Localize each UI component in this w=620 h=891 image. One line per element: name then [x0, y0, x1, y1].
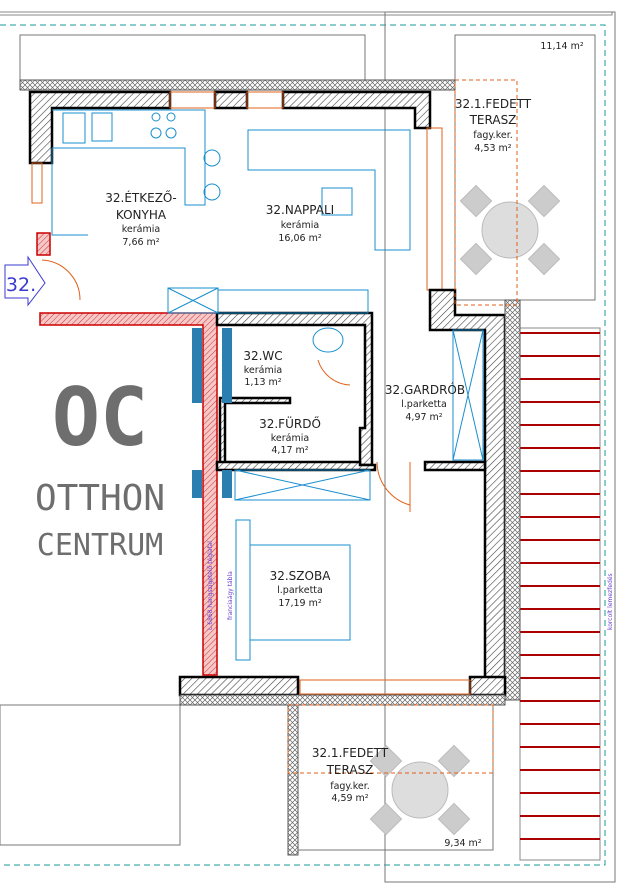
- svg-text:32.ÉTKEZŐ-: 32.ÉTKEZŐ-: [105, 190, 176, 205]
- svg-text:l.parketta: l.parketta: [277, 585, 323, 596]
- svg-text:32.GARDRÓB: 32.GARDRÓB: [385, 382, 465, 397]
- svg-text:KONYHA: KONYHA: [116, 208, 167, 222]
- svg-text:32.FÜRDŐ: 32.FÜRDŐ: [259, 415, 321, 431]
- svg-text:32.NAPPALI: 32.NAPPALI: [266, 203, 334, 217]
- room-label-living: 32.NAPPALI kerámia 16,06 m²: [266, 203, 334, 244]
- unit-badge-text: 32.: [6, 274, 36, 296]
- svg-text:16,06 m²: 16,06 m²: [278, 233, 321, 244]
- svg-text:32.WC: 32.WC: [243, 349, 282, 363]
- svg-text:4,59 m²: 4,59 m²: [331, 793, 368, 804]
- roof-annotation: korcolt lemezfedés: [607, 573, 614, 630]
- room-label-bedroom: 32.SZOBA l.parketta 17,19 m²: [270, 569, 332, 609]
- terrace-table-top: [459, 184, 561, 276]
- svg-text:kerámia: kerámia: [244, 365, 282, 376]
- bed-annotation: franciaágy tábla: [227, 571, 234, 620]
- room-label-terrace-bottom: 32.1.FEDETT TERASZ fagy.ker. 4,59 m² 9,3…: [312, 746, 482, 849]
- svg-text:4,53 m²: 4,53 m²: [474, 143, 511, 154]
- svg-text:7,66 m²: 7,66 m²: [122, 237, 159, 248]
- svg-text:TERASZ: TERASZ: [326, 763, 374, 777]
- unit-badge: 32.: [4, 255, 46, 307]
- furniture: franciaágy tábla: [51, 109, 484, 661]
- svg-text:fagy.ker.: fagy.ker.: [330, 781, 370, 792]
- svg-text:32.SZOBA: 32.SZOBA: [270, 569, 332, 583]
- svg-text:9,34 m²: 9,34 m²: [444, 838, 481, 849]
- svg-text:kerámia: kerámia: [281, 220, 319, 231]
- svg-text:17,19 m²: 17,19 m²: [278, 598, 321, 609]
- svg-text:kerámia: kerámia: [122, 224, 160, 235]
- terrace-table-bottom: [369, 744, 471, 836]
- svg-text:4,17 m²: 4,17 m²: [271, 445, 308, 456]
- watermark-line1: OTTHON: [35, 478, 165, 519]
- room-label-terrace-top: 32.1.FEDETT TERASZ fagy.ker. 4,53 m² 11,…: [455, 41, 584, 154]
- svg-text:l.parketta: l.parketta: [401, 399, 447, 410]
- room-label-bathroom: 32.FÜRDŐ kerámia 4,17 m²: [259, 415, 321, 456]
- svg-text:11,14 m²: 11,14 m²: [540, 41, 583, 52]
- svg-text:4,97 m²: 4,97 m²: [405, 412, 442, 423]
- svg-text:32.1.FEDETT: 32.1.FEDETT: [312, 746, 389, 760]
- roof-stripes: korcolt lemezfedés: [519, 327, 614, 861]
- watermark-logo: OC OTTHON CENTRUM: [35, 371, 165, 563]
- svg-text:TERASZ: TERASZ: [469, 113, 517, 127]
- walls: L.6868 hangszigetelő téglafal: [19, 79, 521, 856]
- windows-doors: [31, 91, 471, 695]
- svg-text:fagy.ker.: fagy.ker.: [473, 130, 513, 141]
- wall-annotation: L.6868 hangszigetelő téglafal: [207, 541, 214, 630]
- watermark-logo-mark: OC: [52, 371, 148, 464]
- room-label-kitchen: 32.ÉTKEZŐ- KONYHA kerámia 7,66 m²: [105, 190, 176, 248]
- svg-text:kerámia: kerámia: [271, 433, 309, 444]
- room-label-wardrobe: 32.GARDRÓB l.parketta 4,97 m²: [385, 382, 465, 423]
- watermark-line2: CENTRUM: [37, 528, 163, 563]
- room-label-wc: 32.WC kerámia 1,13 m²: [243, 349, 282, 388]
- svg-text:32.1.FEDETT: 32.1.FEDETT: [455, 97, 532, 111]
- svg-text:1,13 m²: 1,13 m²: [244, 377, 281, 388]
